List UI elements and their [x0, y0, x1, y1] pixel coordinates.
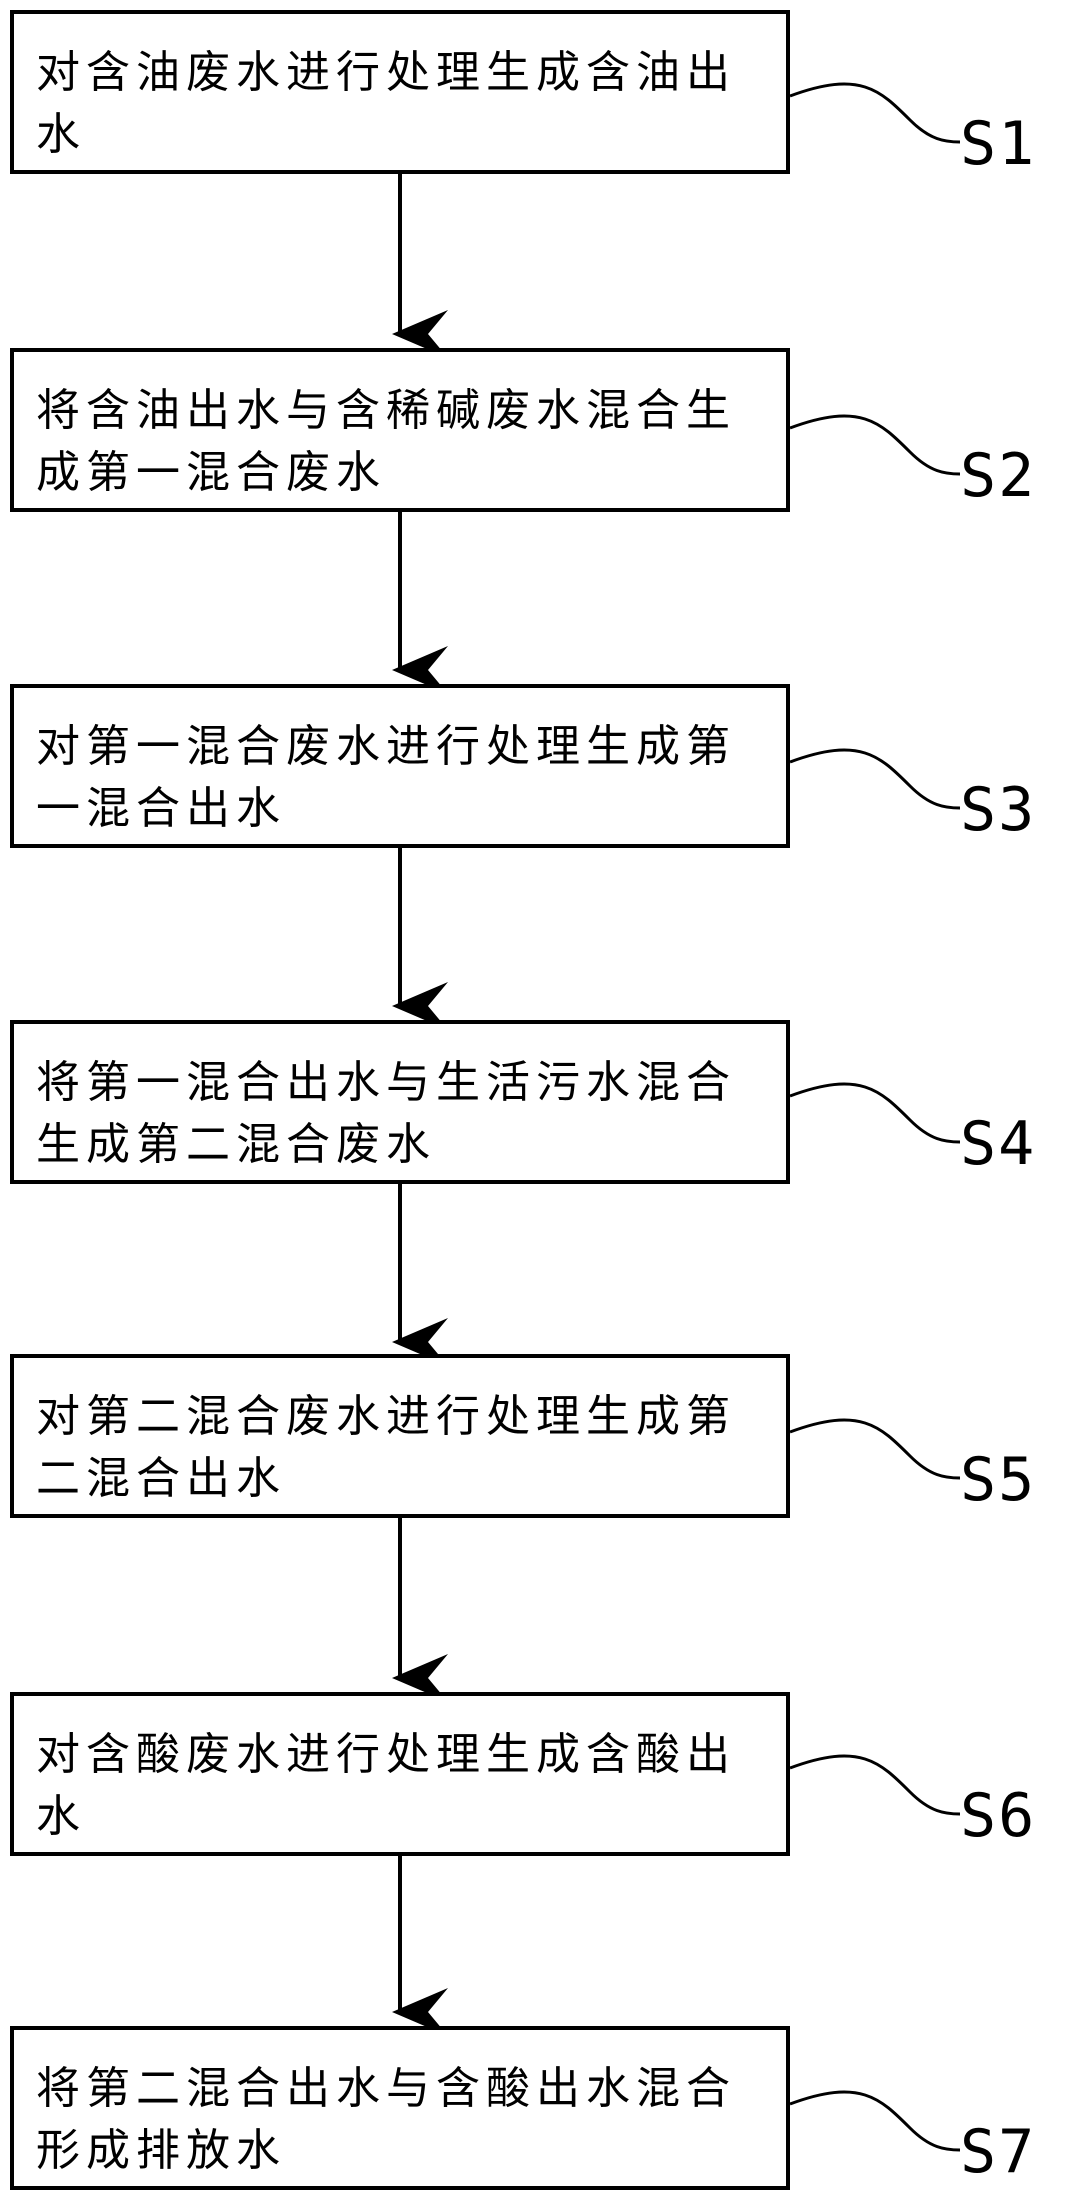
step-box-s7: 将第二混合出水与含酸出水混合形成排放水	[10, 2026, 790, 2190]
step-label-s6: S6	[960, 1781, 1037, 1851]
leader-s2	[789, 414, 961, 476]
step-label-s2: S2	[960, 441, 1037, 511]
step-label-s4: S4	[960, 1109, 1037, 1179]
step-box-s1: 对含油废水进行处理生成含油出水	[10, 10, 790, 174]
step-label-s7: S7	[960, 2117, 1037, 2187]
leader-s3	[789, 748, 961, 810]
step-box-s2: 将含油出水与含稀碱废水混合生成第一混合废水	[10, 348, 790, 512]
step-box-s5: 对第二混合废水进行处理生成第二混合出水	[10, 1354, 790, 1518]
step-text: 将第一混合出水与生活污水混合生成第二混合废水	[36, 1057, 736, 1170]
step-label-s1: S1	[960, 109, 1037, 179]
step-text: 对第一混合废水进行处理生成第一混合出水	[36, 721, 736, 834]
leader-s7	[789, 2090, 961, 2152]
step-text: 对含油废水进行处理生成含油出水	[36, 47, 736, 160]
step-text: 对含酸废水进行处理生成含酸出水	[36, 1729, 736, 1842]
leader-s5	[789, 1418, 961, 1480]
step-box-s6: 对含酸废水进行处理生成含酸出水	[10, 1692, 790, 1856]
step-label-s3: S3	[960, 775, 1037, 845]
step-text: 将含油出水与含稀碱废水混合生成第一混合废水	[36, 385, 736, 498]
step-label-s5: S5	[960, 1445, 1037, 1515]
step-box-s4: 将第一混合出水与生活污水混合生成第二混合废水	[10, 1020, 790, 1184]
step-text: 对第二混合废水进行处理生成第二混合出水	[36, 1391, 736, 1504]
step-text: 将第二混合出水与含酸出水混合形成排放水	[36, 2063, 736, 2176]
step-box-s3: 对第一混合废水进行处理生成第一混合出水	[10, 684, 790, 848]
leader-s6	[789, 1754, 961, 1816]
leader-s1	[789, 82, 961, 144]
leader-s4	[789, 1082, 961, 1144]
